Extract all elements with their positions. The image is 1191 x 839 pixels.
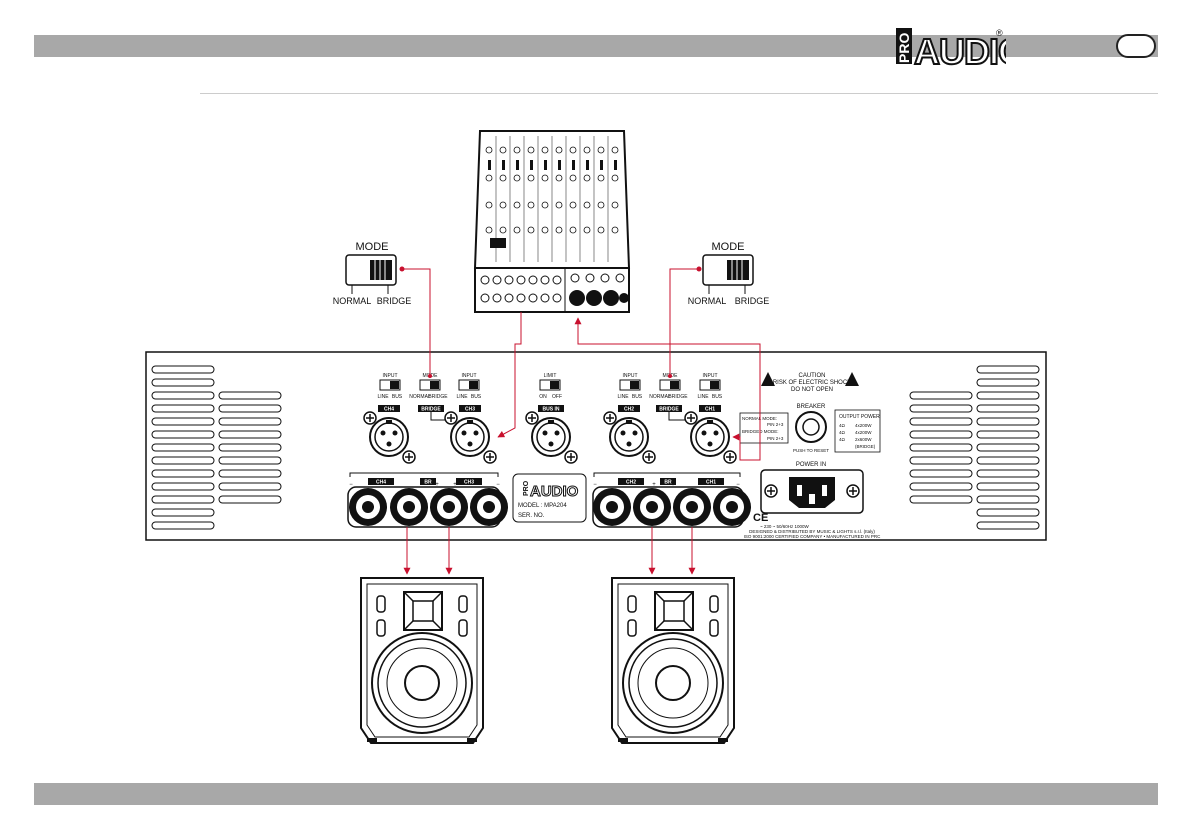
page-badge [1116,34,1156,58]
svg-text:NORMAL: NORMAL [333,296,372,306]
svg-text:4x200W: 4x200W [855,423,872,428]
svg-text:CH1: CH1 [705,407,715,413]
svg-text:+: + [652,482,656,488]
svg-text:PUSH TO RESET: PUSH TO RESET [793,448,829,453]
mode-switch-callout-left: MODE NORMAL BRIDGE [333,241,412,306]
svg-text:NORMAL: NORMAL [649,394,671,400]
svg-text:BR: BR [424,480,432,486]
svg-text:BUS: BUS [471,394,482,400]
svg-text:LINE: LINE [617,394,629,400]
svg-text:CAUTION: CAUTION [799,373,826,379]
svg-text:~ 230 ~ 50/60Hz 1000W: ~ 230 ~ 50/60Hz 1000W [760,524,810,529]
speaker-outputs-left: − + + − CH4 BR CH3 [347,472,508,528]
svg-text:NORMAL: NORMAL [688,296,727,306]
caution-warning: CAUTION RISK OF ELECTRIC SHOCK DO NOT OP… [761,372,859,393]
svg-text:CH2: CH2 [624,407,634,413]
logo-audio: AUDIO [914,31,1006,68]
svg-text:NORMAL: NORMAL [409,394,431,400]
svg-text:BUS: BUS [392,394,403,400]
svg-text:ISO 9001:2000 CERTIFIED COMPAN: ISO 9001:2000 CERTIFIED COMPANY • MANUFA… [744,534,882,539]
svg-text:MODE: MODE [712,241,745,253]
svg-text:BRIDGE: BRIDGE [668,394,688,400]
right-vents [909,365,1040,530]
svg-text:4x200W: 4x200W [855,430,872,435]
svg-text:LINE: LINE [377,394,389,400]
svg-text:PIN 2+3: PIN 2+3 [767,422,784,427]
svg-text:−: − [593,482,597,488]
svg-text:PRO: PRO [523,480,530,496]
speaker-outputs-right: −++− CH2 BR CH1 [592,472,751,528]
mixer-console [473,130,631,313]
svg-text:SER. NO.: SER. NO. [518,513,545,519]
svg-text:MODE: MODE [356,241,389,253]
svg-text:BREAKER: BREAKER [797,404,826,410]
svg-text:CH3: CH3 [464,480,474,486]
svg-text:LINE: LINE [456,394,468,400]
svg-text:POWER IN: POWER IN [796,462,826,468]
svg-text:DO NOT OPEN: DO NOT OPEN [791,387,833,393]
svg-text:CH3: CH3 [465,407,475,413]
power-inlet: POWER IN [760,462,864,514]
svg-text:BUS IN: BUS IN [543,407,560,413]
svg-text:4Ω: 4Ω [839,423,846,428]
left-vents [151,365,282,530]
svg-text:BRIDGE: BRIDGE [377,296,412,306]
svg-text:CH2: CH2 [626,480,636,486]
svg-text:RISK OF ELECTRIC SHOCK: RISK OF ELECTRIC SHOCK [773,380,851,386]
logo-pro: PRO [896,33,912,63]
svg-text:2x600W: 2x600W [855,437,872,442]
svg-text:BRIDGE: BRIDGE [428,394,448,400]
svg-text:CH1: CH1 [706,480,716,486]
svg-text:INPUT: INPUT [383,373,398,379]
svg-text:INPUT: INPUT [703,373,718,379]
svg-text:4Ω: 4Ω [839,430,846,435]
model-plate: PRO AUDIO MODEL : MPA204 SER. NO. [512,473,587,523]
svg-text:DESIGNED & DISTRIBUTED BY MUSI: DESIGNED & DISTRIBUTED BY MUSIC & LIGHTS… [749,529,875,534]
proaudio-logo: PRO AUDIO ® [896,28,1006,68]
svg-text:4Ω: 4Ω [839,437,846,442]
pin-info-box: NORMAL MODE: PIN 2+3 BRIDGED MODE: PIN 2… [739,412,789,444]
svg-text:−: − [496,482,500,488]
signal-paths [399,266,761,575]
svg-text:®: ® [996,28,1003,38]
svg-text:INPUT: INPUT [623,373,638,379]
svg-text:−: − [736,482,740,488]
svg-text:BRIDGE: BRIDGE [735,296,770,306]
svg-text:ON: ON [539,394,547,400]
svg-text:MODEL : MPA204: MODEL : MPA204 [518,503,567,509]
svg-text:−: − [349,482,353,488]
svg-text:BRIDGE: BRIDGE [659,407,679,413]
svg-text:OFF: OFF [552,394,562,400]
speaker-cabinet-left [360,577,484,744]
svg-text:(BRIDGE): (BRIDGE) [855,444,876,449]
mode-switch-callout-right: MODE NORMAL BRIDGE [688,241,770,306]
svg-text:+: + [453,482,457,488]
svg-text:LIMIT: LIMIT [544,373,557,379]
svg-text:OUTPUT POWER: OUTPUT POWER [839,414,880,420]
ce-mark: CE [753,512,768,524]
header-rule [200,93,1158,94]
svg-text:PIN 2+3: PIN 2+3 [767,436,784,441]
svg-text:BR: BR [664,480,672,486]
svg-text:LINE: LINE [697,394,709,400]
footer-bar [34,783,1158,805]
svg-text:BUS: BUS [632,394,643,400]
svg-text:CH4: CH4 [376,480,386,486]
svg-text:BRIDGE: BRIDGE [421,407,441,413]
svg-text:+: + [435,482,439,488]
header-bar [34,35,1158,57]
svg-text:INPUT: INPUT [462,373,477,379]
svg-text:AUDIO: AUDIO [530,483,579,500]
speaker-cabinet-right [611,577,735,744]
svg-text:BUS: BUS [712,394,723,400]
svg-text:CH4: CH4 [384,407,394,413]
breaker: BREAKER PUSH TO RESET [793,404,829,453]
